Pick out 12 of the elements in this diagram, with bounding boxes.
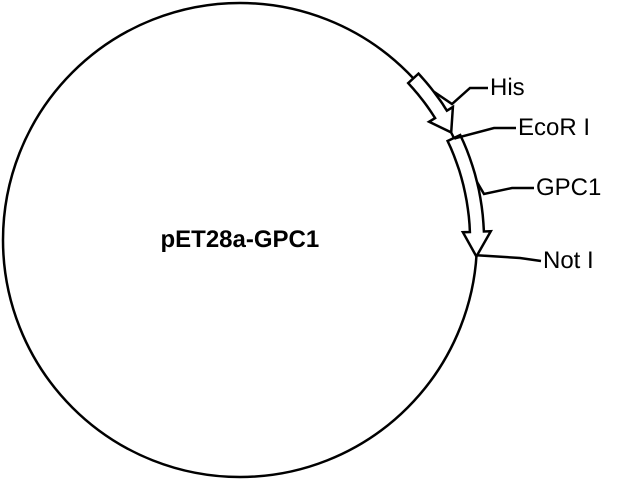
leader-line bbox=[454, 126, 516, 140]
site-label: GPC1 bbox=[536, 174, 602, 202]
leader-line bbox=[432, 86, 488, 106]
site-label: Not I bbox=[543, 247, 594, 275]
leader-line bbox=[476, 181, 534, 196]
site-label: EcoR I bbox=[518, 114, 590, 142]
site-label: His bbox=[490, 74, 525, 102]
gene-arrow bbox=[446, 133, 493, 260]
plasmid-name: pET28a-GPC1 bbox=[160, 226, 320, 254]
leader-line bbox=[476, 254, 542, 262]
gene-arrow bbox=[406, 72, 454, 134]
plasmid-circle bbox=[2, 2, 478, 478]
